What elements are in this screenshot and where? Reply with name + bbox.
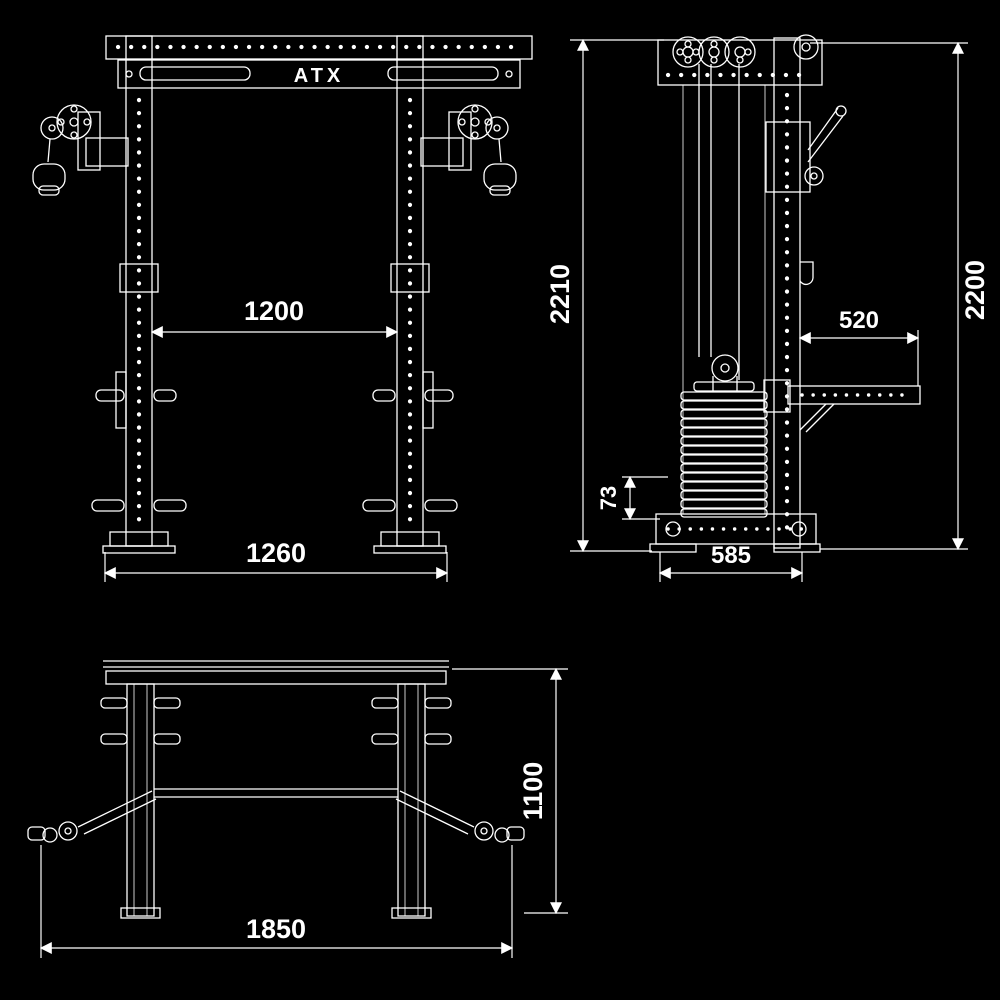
dim-side-arm-length: 520 bbox=[798, 307, 920, 386]
dim-top-total-width-label: 1850 bbox=[246, 914, 306, 944]
cables-and-rods bbox=[682, 64, 766, 514]
dim-side-arm-length-label: 520 bbox=[839, 307, 879, 334]
front-feet bbox=[102, 531, 447, 554]
dim-front-base-width: 1260 bbox=[103, 538, 449, 582]
dim-front-inner-width: 1200 bbox=[150, 296, 399, 338]
top-view: 1100 1850 bbox=[27, 660, 568, 958]
dim-side-total-height-label: 2210 bbox=[545, 264, 575, 324]
dim-side-base-depth-label: 585 bbox=[711, 542, 751, 569]
dim-side-total-height: 2210 bbox=[545, 38, 664, 553]
plan-wall-line bbox=[103, 660, 449, 685]
side-column bbox=[773, 37, 801, 549]
wall-mount-bracket: ATX bbox=[105, 35, 533, 89]
dim-side-base-height: 73 bbox=[596, 475, 668, 521]
mid-pulley bbox=[711, 354, 739, 392]
weight-stack bbox=[680, 381, 768, 518]
front-view: ATX bbox=[32, 35, 533, 582]
side-carriage bbox=[765, 105, 847, 193]
left-upright bbox=[115, 35, 159, 547]
dim-front-base-width-label: 1260 bbox=[246, 538, 306, 568]
dim-side-column-height-label: 2200 bbox=[960, 260, 990, 320]
plan-crossbar bbox=[154, 788, 398, 798]
plate-storage-pegs bbox=[91, 389, 458, 512]
side-top-bracket bbox=[657, 34, 823, 86]
right-upright bbox=[390, 35, 434, 547]
dim-side-base-depth: 585 bbox=[658, 542, 804, 582]
plan-right-arm bbox=[395, 790, 525, 843]
side-view: 2210 2200 520 73 585 bbox=[545, 34, 990, 582]
dim-front-inner-width-label: 1200 bbox=[244, 296, 304, 326]
left-pulley-assembly bbox=[32, 104, 129, 196]
plan-left-column bbox=[100, 683, 181, 919]
training-arm bbox=[763, 379, 921, 433]
dim-side-base-height-label: 73 bbox=[596, 486, 621, 510]
side-hook bbox=[799, 261, 814, 286]
side-base bbox=[649, 513, 821, 553]
brand-logo: ATX bbox=[294, 65, 345, 87]
dim-top-depth-label: 1100 bbox=[518, 762, 548, 821]
dim-top-total-width: 1850 bbox=[39, 845, 514, 958]
right-pulley-assembly bbox=[420, 104, 517, 196]
plan-left-arm bbox=[27, 790, 157, 843]
plan-right-column bbox=[371, 683, 452, 919]
dim-side-column-height: 2200 bbox=[810, 41, 990, 551]
dim-top-depth: 1100 bbox=[452, 667, 568, 915]
